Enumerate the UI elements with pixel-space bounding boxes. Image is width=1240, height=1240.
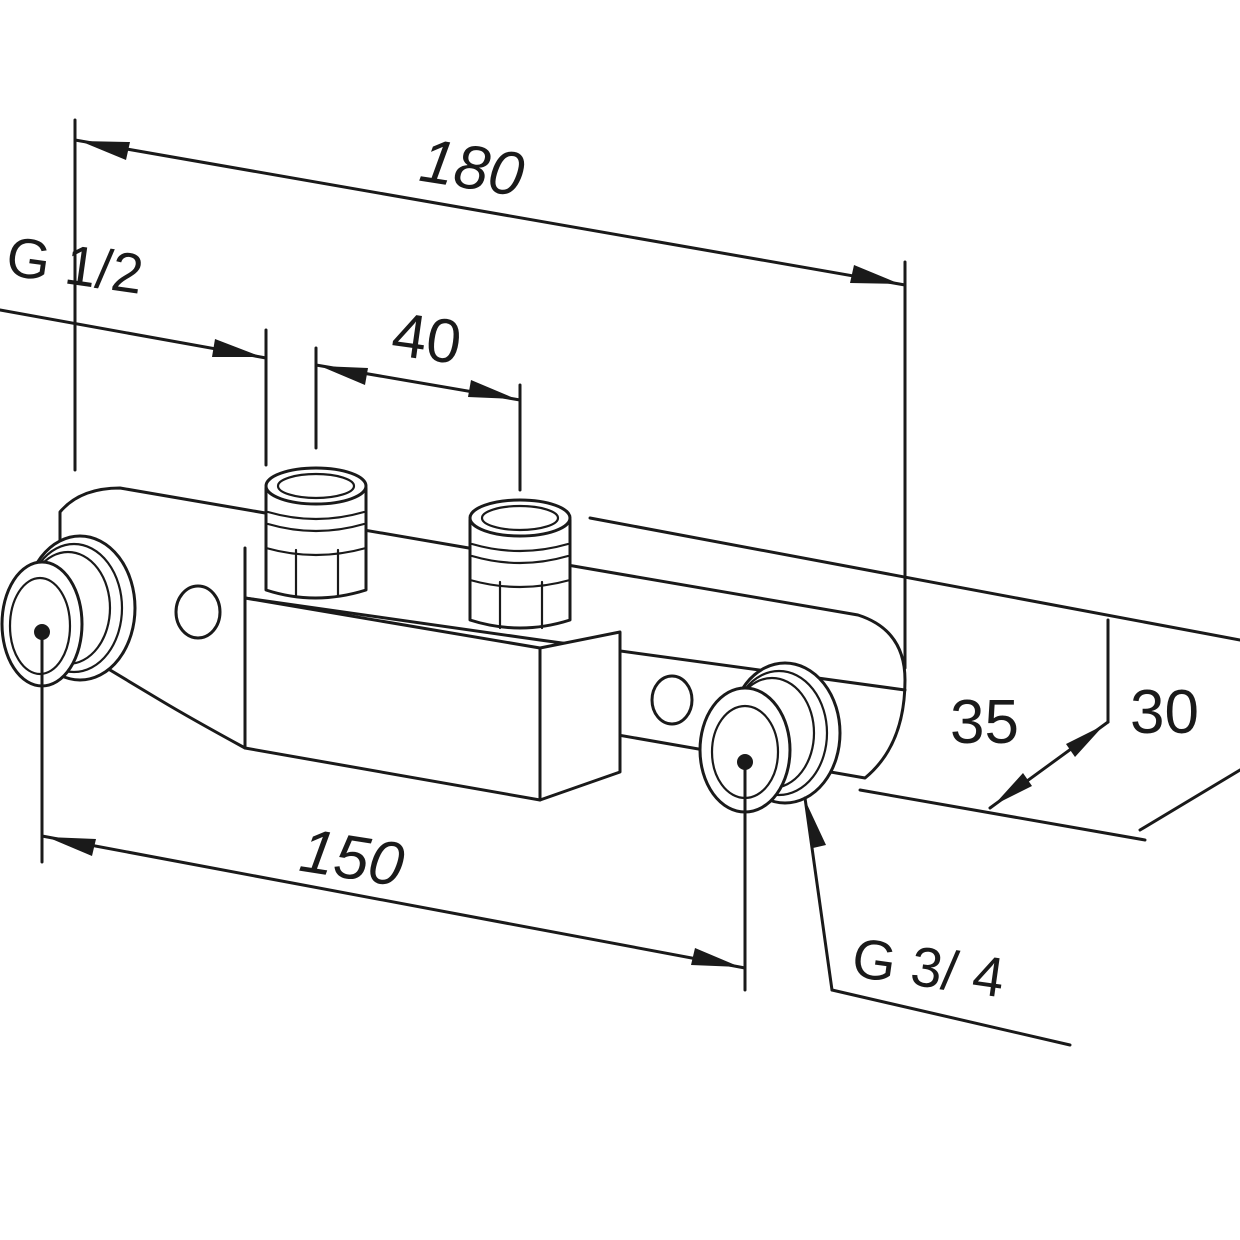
mounting-hole-right <box>650 674 694 726</box>
right-inlet-fitting <box>698 661 842 814</box>
dimension-180: 180 <box>73 118 907 670</box>
outlet-nipple-left <box>264 466 368 600</box>
dimension-150: 150 <box>40 638 747 992</box>
dimension-30-label: 30 <box>1130 678 1199 747</box>
dimension-150-label: 150 <box>295 816 408 900</box>
thread-leader-g34: G 3/ 4 <box>803 796 1072 1047</box>
dimension-depth: 35 30 <box>588 516 1240 842</box>
outlet-nipple-right <box>468 498 572 630</box>
thread-label-g34: G 3/ 4 <box>849 926 1009 1010</box>
dimension-40-label: 40 <box>388 300 466 378</box>
dimension-180-label: 180 <box>415 126 528 210</box>
thread-leader-g12: G 1/2 <box>0 224 268 467</box>
mounting-hole-left <box>174 584 222 640</box>
dimension-35-label: 35 <box>950 688 1019 757</box>
dimension-40: 40 <box>314 300 522 492</box>
thread-label-g12: G 1/2 <box>3 224 147 305</box>
left-inlet-fitting <box>0 534 137 688</box>
